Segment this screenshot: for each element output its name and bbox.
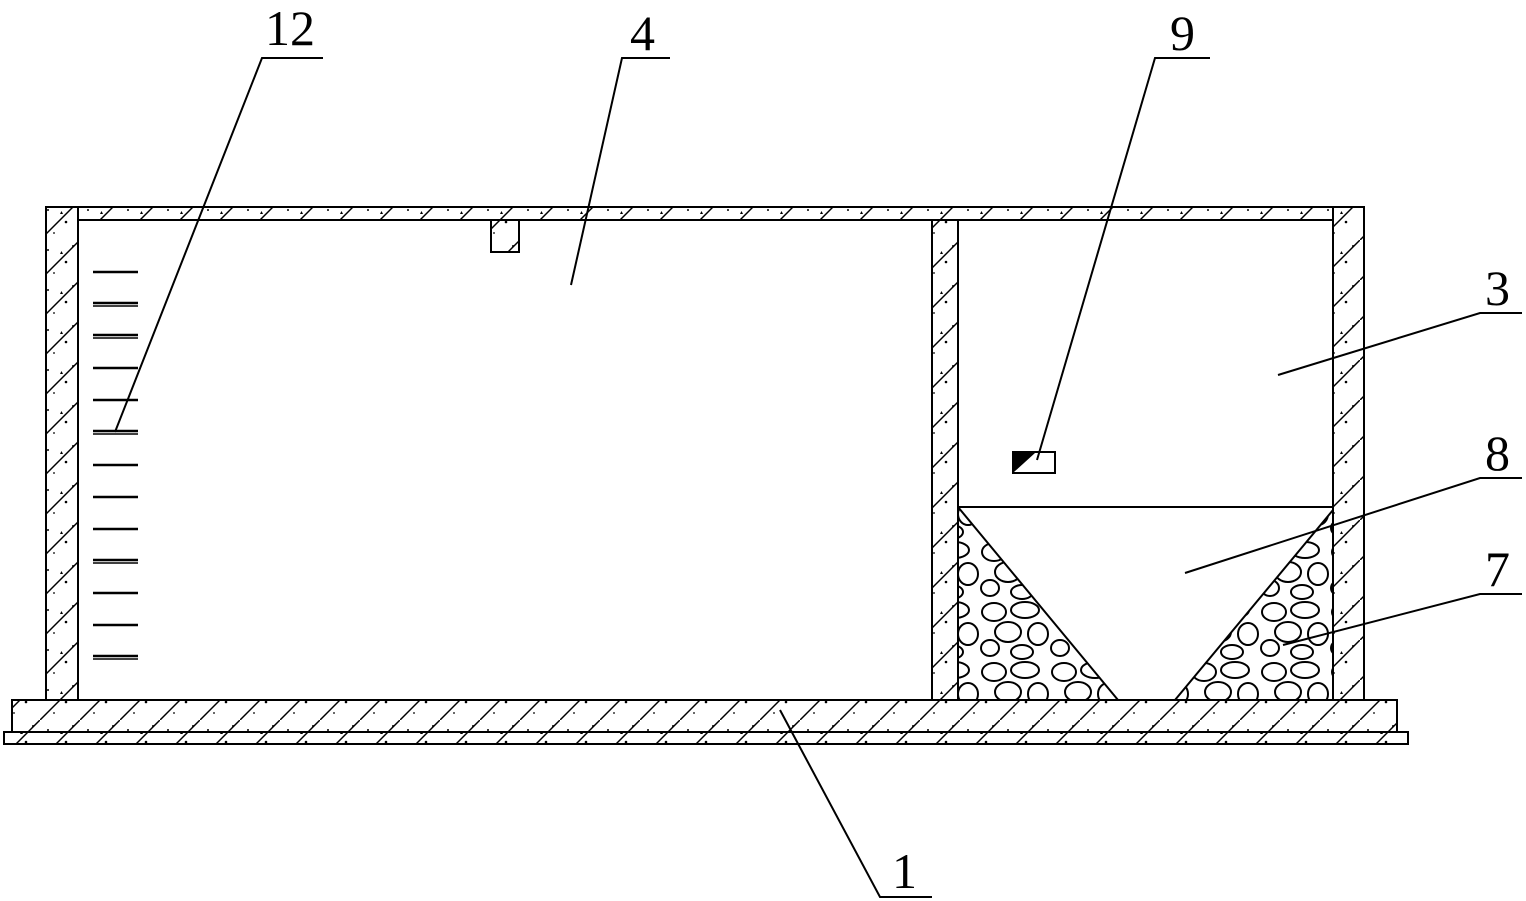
label-7: 7	[1485, 541, 1510, 597]
middle-wall	[931, 219, 959, 701]
label-3: 3	[1485, 260, 1510, 316]
scale-ruler	[93, 270, 138, 660]
label-4: 4	[630, 5, 655, 61]
gravel-left	[957, 504, 1121, 701]
base-slab	[11, 699, 1398, 733]
label-1: 1	[892, 843, 917, 899]
right-wall	[1332, 206, 1365, 701]
base-strip	[3, 731, 1409, 745]
left-wall	[45, 206, 79, 701]
label-12: 12	[265, 0, 315, 56]
item-9-fill	[1014, 453, 1035, 472]
label-8: 8	[1485, 425, 1510, 481]
leader-lines	[114, 57, 1522, 898]
top-slab	[45, 206, 1365, 221]
label-9: 9	[1170, 5, 1195, 61]
gravel-right	[1172, 507, 1334, 701]
top-block	[490, 219, 520, 253]
